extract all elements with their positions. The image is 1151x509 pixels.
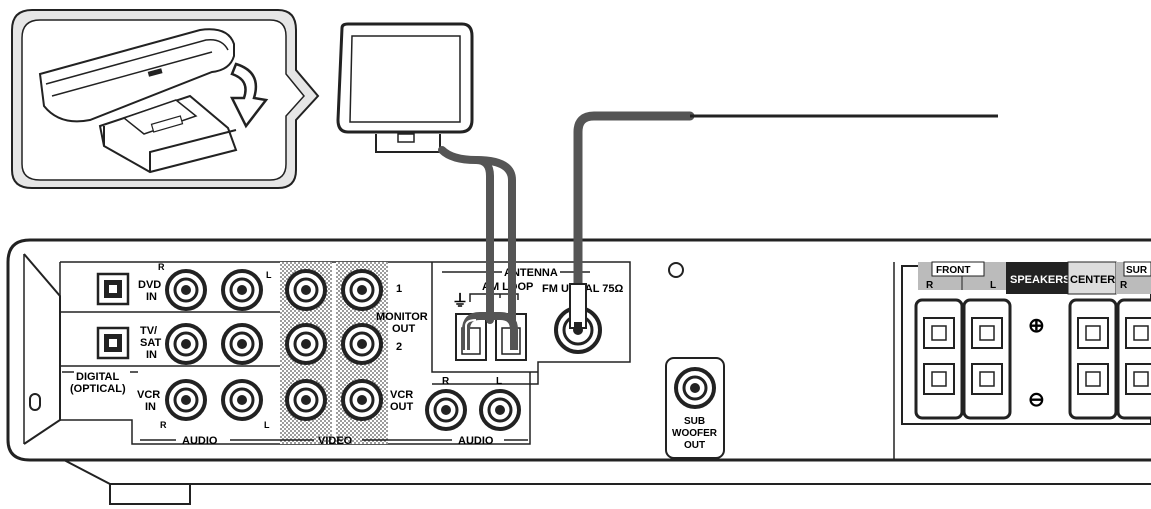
tvsat-in-label-2: SAT — [140, 337, 161, 349]
tvsat-in-label: TV/ — [140, 325, 157, 337]
rca-jack-icon — [425, 389, 467, 431]
subwoofer-jack-icon — [674, 367, 716, 409]
rca-jack-icon — [221, 379, 263, 421]
monitor-label: MONITOR — [376, 311, 428, 323]
am-loop-label: AM LOOP — [482, 281, 533, 293]
rotate-arrow-icon — [229, 62, 269, 129]
rca-jacks — [165, 269, 521, 431]
vcr-in-label-2: IN — [145, 401, 156, 413]
screw-hole-icon — [29, 393, 41, 411]
optical-jacks — [96, 272, 130, 360]
ground-icon: ⏚ — [452, 292, 468, 310]
rca-jack-icon — [221, 323, 263, 365]
subwoofer-section: SUB WOOFER OUT — [665, 357, 725, 459]
monitor-2-label: 2 — [396, 341, 402, 353]
optical-jack-tvsat-icon — [96, 326, 130, 360]
channel-r-label: R — [158, 262, 165, 272]
vcr-in-label: VCR — [137, 389, 160, 401]
front-l-label: L — [990, 280, 996, 291]
dvd-in-label-2: IN — [146, 291, 157, 303]
monitor-labels: 1 MONITOR OUT 2 VCR OUT R L AUDIO — [376, 283, 528, 447]
rca-jack-icon — [341, 323, 383, 365]
rca-jack-icon — [285, 323, 327, 365]
rca-jack-icon — [341, 379, 383, 421]
speaker-terminal-icon — [914, 298, 964, 420]
audio-input-label: AUDIO — [182, 435, 218, 447]
out-audio-l-label: L — [496, 376, 502, 387]
speaker-terminal-icon — [1116, 298, 1151, 420]
input-labels: DVD IN TV/ SAT IN VCR IN DIGITAL (OPTICA… — [62, 262, 452, 447]
minus-icon: ⊖ — [1028, 389, 1045, 411]
front-r-label: R — [926, 280, 934, 291]
antenna-title: ANTENNA — [504, 267, 558, 279]
channel-l-label-bottom: L — [264, 420, 270, 430]
dvd-in-label: DVD — [138, 279, 161, 291]
rca-jack-icon — [479, 389, 521, 431]
speaker-terminal-icon — [962, 298, 1012, 420]
optical-label: (OPTICAL) — [70, 383, 126, 395]
center-label: CENTER — [1070, 274, 1115, 286]
speakers-section: FRONT R L SPEAKERS CENTER SUR R ⊕ ⊖ — [901, 261, 1151, 425]
out-audio-r-label: R — [442, 376, 450, 387]
speaker-terminal-icon — [1068, 298, 1118, 420]
rca-jack-icon — [285, 269, 327, 311]
rca-jack-icon — [165, 379, 207, 421]
rca-jack-icon — [221, 269, 263, 311]
sub-out-label: OUT — [684, 440, 705, 451]
monitor-out-label: OUT — [392, 323, 416, 335]
woofer-label: WOOFER — [672, 428, 718, 439]
speakers-title: SPEAKERS — [1010, 274, 1071, 286]
vcr-out-label-2: OUT — [390, 401, 414, 413]
inset-panel — [11, 9, 320, 189]
video-label: VIDEO — [318, 435, 353, 447]
am-loop-antenna — [336, 22, 474, 153]
surround-r-label: R — [1120, 280, 1128, 291]
receiver-rear-panel — [6, 238, 1151, 505]
surround-label: SUR — [1126, 265, 1148, 276]
rca-jack-icon — [165, 269, 207, 311]
out-audio-label: AUDIO — [458, 435, 494, 447]
channel-l-label: L — [266, 270, 272, 280]
panel-screw-icon — [668, 262, 684, 278]
channel-r-label-bottom: R — [160, 420, 167, 430]
vcr-out-label: VCR — [390, 389, 413, 401]
plus-icon: ⊕ — [1028, 315, 1045, 337]
optical-jack-dvd-icon — [96, 272, 130, 306]
front-label: FRONT — [936, 265, 970, 276]
rca-jack-icon — [285, 379, 327, 421]
antenna-cables — [438, 111, 998, 350]
rca-jack-icon — [341, 269, 383, 311]
digital-label: DIGITAL — [76, 371, 119, 383]
monitor-1-label: 1 — [396, 283, 402, 295]
sub-label: SUB — [684, 416, 705, 427]
tvsat-in-label-3: IN — [146, 349, 157, 361]
rca-jack-icon — [165, 323, 207, 365]
